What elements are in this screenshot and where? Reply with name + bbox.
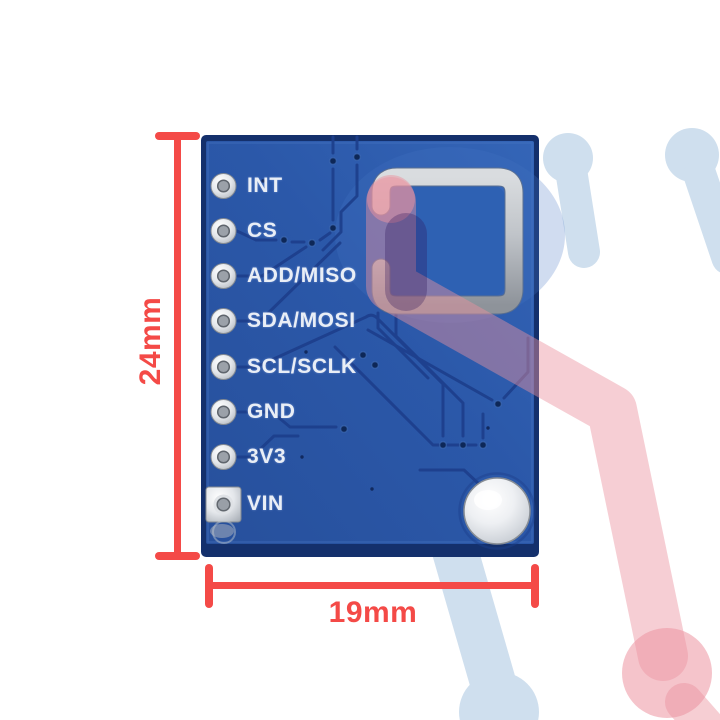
solder-ring bbox=[212, 520, 236, 544]
watermark-pink-circle bbox=[622, 628, 712, 718]
solder-smudge bbox=[210, 524, 234, 538]
header-pads bbox=[205, 173, 242, 544]
width-dimension-label: 19mm bbox=[328, 596, 418, 629]
pin-label-gnd: GND bbox=[247, 400, 296, 423]
watermark-pink-stick bbox=[665, 683, 720, 720]
height-dimension-label: 24mm bbox=[134, 296, 167, 386]
pin-label-scl-sclk: SCL/SCLK bbox=[247, 355, 357, 378]
watermark-blue-circle bbox=[459, 672, 539, 720]
sensor-window bbox=[390, 186, 505, 296]
watermark-blue-stick bbox=[556, 160, 600, 268]
watermark-pink-circle bbox=[367, 175, 415, 223]
vias bbox=[261, 152, 503, 491]
height-dimension-cap-bottom bbox=[155, 552, 200, 560]
width-dimension-cap-right bbox=[531, 564, 539, 608]
pin-label-cs: CS bbox=[247, 219, 278, 242]
pad-square-vin bbox=[205, 486, 242, 544]
watermark-pink-band bbox=[366, 177, 688, 681]
pin-label-vin: VIN bbox=[247, 492, 284, 515]
width-dimension-line bbox=[209, 582, 535, 589]
width-dimension-cap-left bbox=[205, 564, 213, 608]
watermark-blue-stick bbox=[683, 158, 720, 273]
height-dimension-cap-top bbox=[155, 132, 200, 140]
pin-label-3v3: 3V3 bbox=[247, 445, 287, 468]
pin-label-int: INT bbox=[247, 174, 283, 197]
height-dimension-line bbox=[174, 136, 181, 556]
board-bevel bbox=[207, 142, 533, 543]
pin-label-sda-mosi: SDA/MOSI bbox=[247, 309, 356, 332]
watermark-pink bbox=[366, 175, 720, 720]
mounting-hole-ring bbox=[458, 472, 536, 550]
pin-label-add-miso: ADD/MISO bbox=[247, 264, 357, 287]
pad-round bbox=[210, 173, 237, 470]
mounting-hole-pad bbox=[463, 477, 531, 545]
